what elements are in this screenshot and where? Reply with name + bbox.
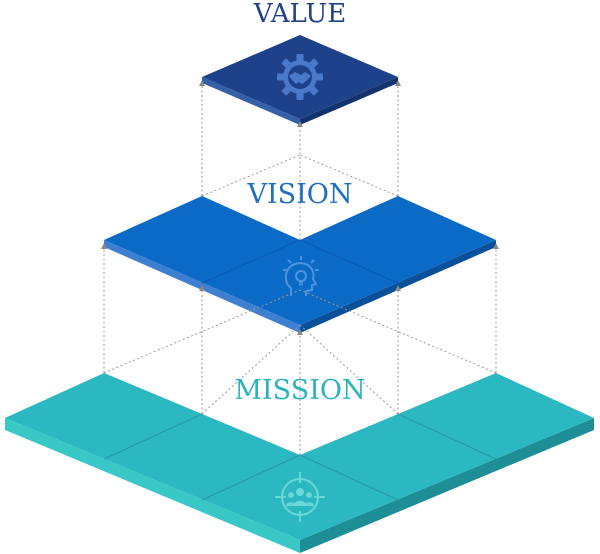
gear-handshake-icon <box>277 54 323 100</box>
value-side-left <box>202 77 300 125</box>
mission-label: MISSION <box>234 375 365 406</box>
vision-top <box>104 196 496 325</box>
mission-side-right <box>300 418 594 553</box>
mission-side-left <box>5 418 300 553</box>
vision-label: VISION <box>246 179 352 210</box>
vision-tile-seams <box>201 239 399 284</box>
value-layer <box>202 35 398 125</box>
value-label: VALUE <box>253 0 347 29</box>
mission-layer <box>5 373 594 553</box>
mission-tile-seams <box>103 413 497 501</box>
target-team-icon <box>275 472 325 522</box>
head-lightbulb-icon <box>283 256 319 296</box>
mission-top <box>5 373 594 540</box>
guide-lines <box>101 80 499 455</box>
value-side-right <box>300 77 398 125</box>
